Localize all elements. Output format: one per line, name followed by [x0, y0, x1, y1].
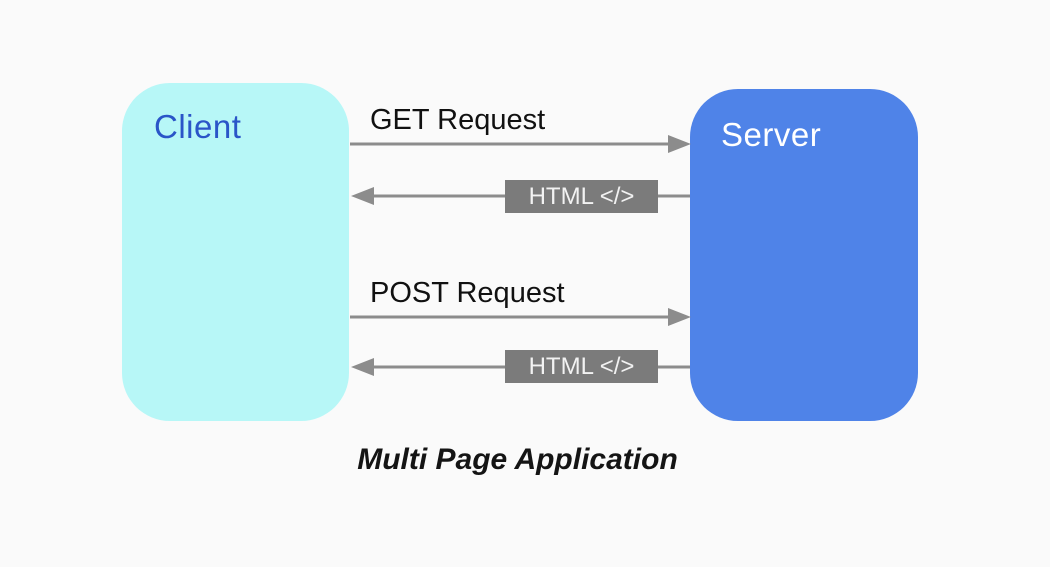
client-node: Client — [122, 83, 349, 421]
right-arrowhead-icon — [668, 135, 691, 153]
left-arrowhead-icon — [351, 187, 374, 205]
get-request-label: GET Request — [370, 104, 546, 136]
left-arrowhead-icon — [351, 358, 374, 376]
diagram-title: Multi Page Application — [357, 443, 678, 476]
server-label: Server — [721, 116, 822, 153]
client-label: Client — [154, 108, 242, 145]
html-response-box: HTML </> — [505, 180, 658, 213]
right-arrowhead-icon — [668, 308, 691, 326]
get-request-arrow — [350, 135, 691, 153]
post-request-arrow — [350, 308, 691, 326]
post-request-label: POST Request — [370, 277, 565, 309]
html-response-box: HTML </> — [505, 350, 658, 383]
server-node: Server — [690, 89, 918, 421]
